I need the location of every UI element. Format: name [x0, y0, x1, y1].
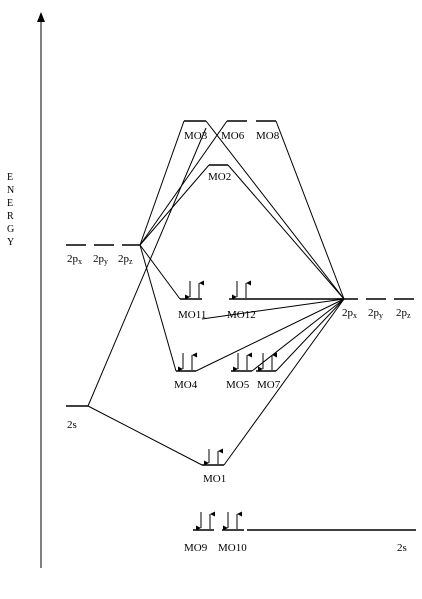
right-2s-label: 2s: [397, 542, 407, 554]
mo12-label: MO12: [227, 309, 256, 321]
axis-letter: R: [7, 211, 14, 222]
axis-letter: E: [7, 198, 13, 209]
mo4-label: MO4: [174, 379, 198, 391]
line-left2s-mo1: [87, 405, 203, 466]
energy-axis-label: E N E R G Y: [7, 172, 14, 248]
mo5-electron-pair: [233, 352, 252, 372]
line-right2p-mo3: [205, 120, 345, 300]
right-2py-label: 2py: [368, 307, 383, 320]
mo10-label: MO10: [218, 542, 247, 554]
left-2py-label: 2py: [93, 253, 108, 266]
line-right2p-mo7: [275, 298, 345, 372]
mo11-label: MO11: [178, 309, 206, 321]
mo-labels: MO3 MO6 MO8 MO2 MO11 MO12 MO4 MO5 MO7 MO…: [174, 130, 281, 554]
left-atom-labels: 2px 2py 2pz 2s: [67, 253, 133, 431]
axis-letter: N: [7, 185, 14, 196]
mo7-label: MO7: [257, 379, 281, 391]
mo6-label: MO6: [221, 130, 245, 142]
axis-letter: E: [7, 172, 13, 183]
mo1-label: MO1: [203, 473, 226, 485]
mo5-label: MO5: [226, 379, 250, 391]
axis-letter: G: [7, 224, 14, 235]
line-right2p-mo5: [251, 298, 345, 372]
line-right2p-mo2: [227, 164, 345, 300]
left-2pz-label: 2pz: [118, 253, 133, 266]
mo8-label: MO8: [256, 130, 280, 142]
electron-arrows: [178, 280, 277, 531]
mo9-label: MO9: [184, 542, 208, 554]
right-2pz-label: 2pz: [396, 307, 411, 320]
left-2px-label: 2px: [67, 253, 82, 266]
line-left2p-mo2: [139, 164, 210, 246]
line-left2p-mo6: [139, 120, 228, 246]
mo3-label: MO3: [184, 130, 208, 142]
line-right2p-mo11: [201, 298, 345, 320]
mo1-electron-pair: [204, 448, 223, 466]
mo2-label: MO2: [208, 171, 231, 183]
line-right2p-mo4: [195, 298, 345, 372]
line-right2p-mo1: [223, 298, 345, 466]
left-atom-levels: [66, 244, 140, 407]
axis-letter: Y: [7, 237, 14, 248]
line-left2p-mo4: [139, 244, 177, 372]
mo10-electron-pair: [223, 511, 242, 531]
mo9-electron-pair: [196, 511, 215, 531]
correlation-lines: [87, 120, 345, 466]
mo11-electron-pair: [185, 280, 204, 300]
left-2s-label: 2s: [67, 419, 77, 431]
line-left2p-mo3: [139, 120, 185, 246]
line-left2s-mo3: [87, 127, 207, 407]
line-right2p-mo8: [275, 120, 345, 300]
energy-axis: [37, 12, 45, 568]
right-2px-label: 2px: [342, 307, 357, 320]
right-atom-labels: 2px 2py 2pz 2s: [342, 307, 411, 554]
mo7-electron-pair: [258, 352, 277, 372]
axis-arrowhead: [37, 12, 45, 22]
mo12-electron-pair: [232, 280, 251, 300]
line-left2p-mo11: [139, 244, 181, 300]
mo4-electron-pair: [178, 352, 197, 372]
